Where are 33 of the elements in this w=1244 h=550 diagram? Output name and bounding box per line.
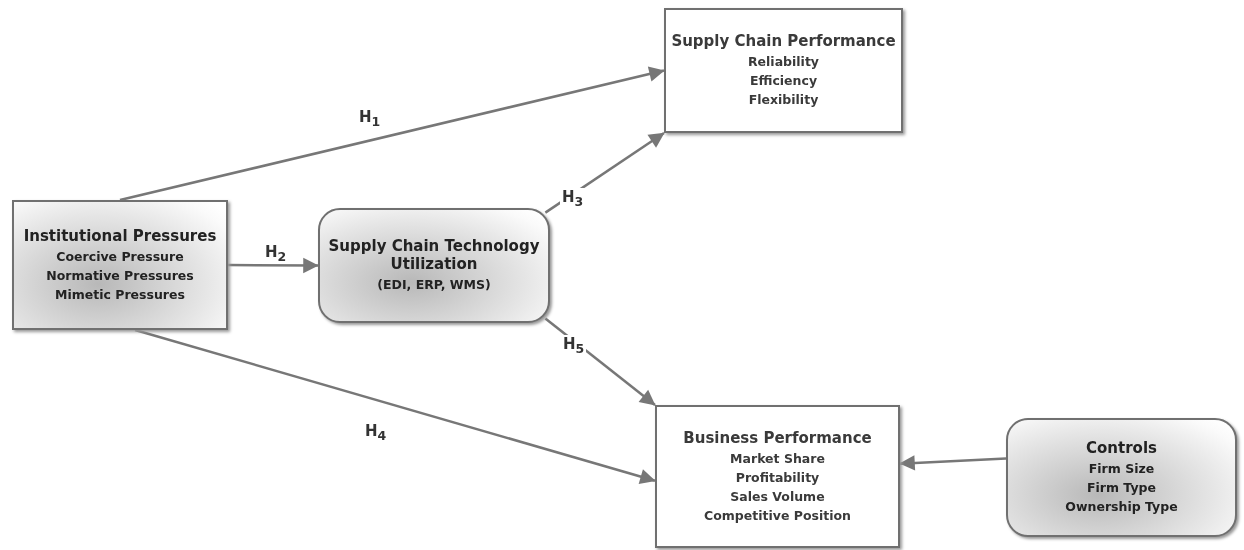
item-text: Competitive Position [704, 506, 851, 525]
edge-label: H$_{3}$ [560, 188, 586, 209]
heading-text: Business Performance [683, 428, 872, 447]
edge-label: H$_{1}$ [357, 108, 383, 129]
arrow [228, 257, 319, 274]
item-text: Firm Type [1087, 479, 1156, 497]
process-box [655, 405, 900, 548]
heading-text: Supply Chain Performance [671, 32, 896, 50]
edge-label: H$_{4}$ [363, 422, 389, 443]
heading-text: Supply Chain Technology Utilization [327, 237, 541, 273]
item-text: Mimetic Pressures [55, 285, 185, 304]
arrow [899, 455, 1007, 471]
item-text: Firm Size [1088, 460, 1155, 478]
item-text: Coercive Pressure [56, 247, 184, 266]
rounded-box [1006, 418, 1237, 537]
arrow [119, 66, 665, 202]
heading-text: Controls [1086, 439, 1157, 457]
item-text: Normative Pressures [46, 266, 194, 285]
item-text: (EDI, ERP, WMS) [377, 276, 491, 294]
process-box [664, 8, 903, 133]
process-box [12, 200, 228, 330]
item-text: Profitability [735, 468, 820, 487]
item-text: Efficiency [749, 72, 818, 90]
edge-label: H$_{5}$ [561, 335, 587, 356]
item-text: Flexibility [748, 91, 819, 109]
rounded-box [318, 208, 550, 323]
heading-text: Institutional Pressures [23, 226, 217, 245]
arrow [134, 328, 656, 485]
item-text: Sales Volume [730, 487, 825, 506]
item-text: Reliability [747, 53, 819, 71]
item-text: Market Share [730, 449, 825, 468]
item-text: Ownership Type [1065, 498, 1178, 516]
edge-label: H$_{2}$ [263, 243, 289, 264]
